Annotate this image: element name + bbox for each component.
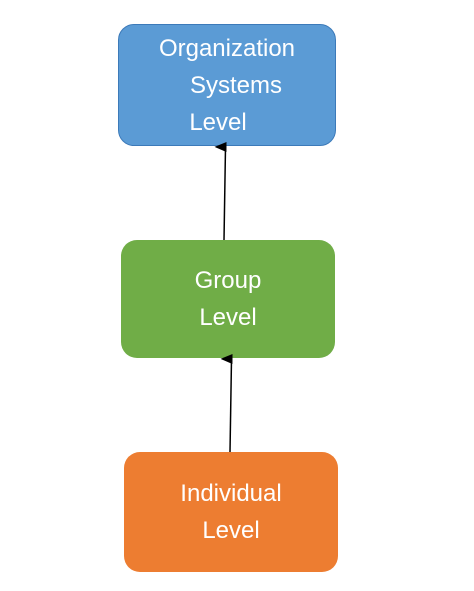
individual-label-line-1: Individual bbox=[180, 480, 282, 507]
individual-label-line-2: Level bbox=[202, 517, 260, 544]
org-label-line-3: Level bbox=[189, 108, 247, 136]
arrow-group-to-org bbox=[214, 142, 227, 241]
arrow-individual-to-group bbox=[220, 354, 233, 453]
group-label-line-1: Group bbox=[194, 267, 262, 294]
organization-systems-level-box: Organization Systems Level bbox=[118, 24, 336, 146]
org-label-line-1: Organization bbox=[158, 34, 296, 62]
org-label-line-2: Systems bbox=[189, 71, 282, 99]
group-label-line-2: Level bbox=[199, 304, 257, 331]
group-level-box: Group Level bbox=[121, 240, 335, 358]
individual-level-box: Individual Level bbox=[124, 452, 338, 572]
